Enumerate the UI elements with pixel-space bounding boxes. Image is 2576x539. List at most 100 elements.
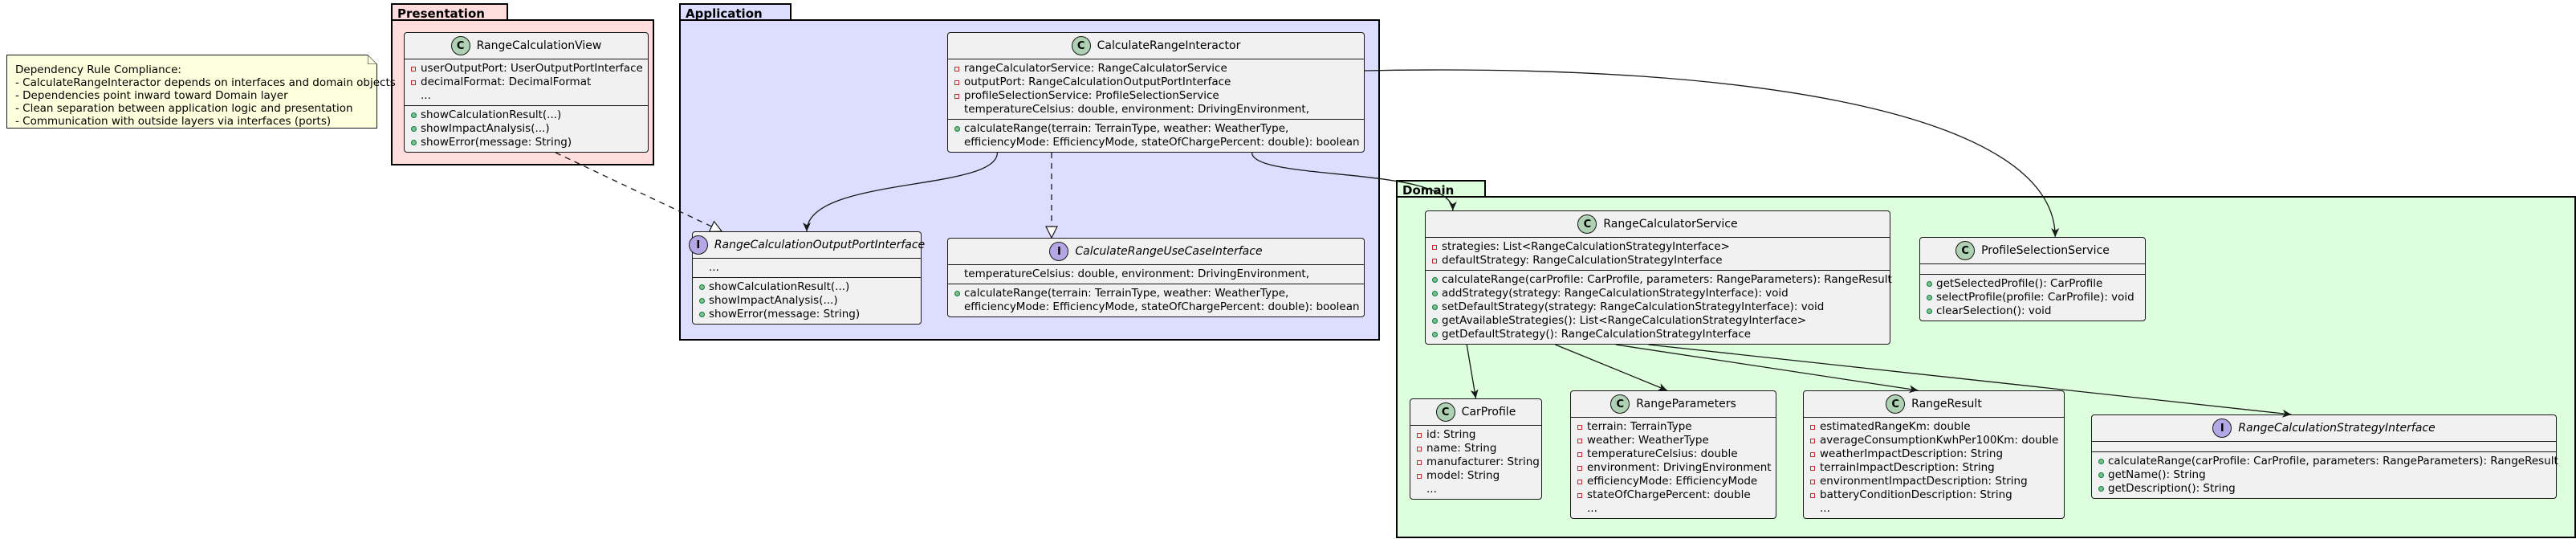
member-row: terrain: TerrainType — [1577, 420, 1769, 434]
private-visibility-icon — [1810, 488, 1820, 502]
member-row: setDefaultStrategy(strategy: RangeCalcul… — [1432, 300, 1883, 314]
member-text: terrainImpactDescription: String — [1820, 461, 1995, 474]
member-text: clearSelection(): void — [1936, 304, 2052, 317]
member-row: ... — [411, 89, 641, 103]
private-visibility-icon — [954, 76, 964, 89]
member-row: getDescription(): String — [2098, 482, 2550, 496]
methods-section: calculateRange(terrain: TerrainType, wea… — [948, 120, 1364, 152]
member-text: manufacturer: String — [1426, 455, 1540, 468]
member-row: estimatedRangeKm: double — [1810, 420, 2057, 434]
member-text: terrain: TerrainType — [1587, 420, 1692, 433]
class-stereotype-icon: C — [450, 36, 470, 55]
fields-section — [1920, 264, 2145, 275]
class-header: C RangeParameters — [1571, 391, 1776, 418]
public-visibility-icon — [411, 122, 421, 136]
methods-section: calculateRange(carProfile: CarProfile, p… — [2092, 452, 2558, 498]
class-header: I CalculateRangeUseCaseInterface — [948, 239, 1364, 265]
member-text: efficiencyMode: EfficiencyMode — [1587, 475, 1758, 488]
association-edge-range-calculator-service-to-car-profile — [1466, 344, 1479, 399]
member-row: efficiencyMode: EfficiencyMode, stateOfC… — [954, 300, 1360, 314]
note-fold-corner — [368, 55, 377, 64]
member-text: ... — [709, 261, 719, 274]
member-text: weatherImpactDescription: String — [1820, 447, 2004, 460]
member-row: model: String — [1417, 469, 1535, 483]
member-row: weather: WeatherType — [1577, 434, 1769, 447]
note-line: Dependency Rule Compliance: — [15, 63, 181, 76]
member-text: getName(): String — [2108, 468, 2206, 481]
member-row: calculateRange(carProfile: CarProfile, p… — [2098, 455, 2558, 468]
private-visibility-icon — [1577, 475, 1587, 488]
member-row: showError(message: String) — [699, 308, 914, 321]
member-row: getAvailableStrategies(): List<RangeCalc… — [1432, 314, 1883, 328]
fields-section — [2092, 442, 2556, 452]
member-text: showCalculationResult(...) — [421, 108, 562, 121]
association-edge-range-calculator-service-to-range-parameters — [1555, 344, 1668, 391]
public-visibility-icon — [1432, 314, 1442, 328]
fields-section: ... — [693, 259, 921, 278]
member-text: temperatureCelsius: double, environment:… — [964, 103, 1310, 116]
member-text: showImpactAnalysis(...) — [421, 122, 550, 135]
public-visibility-icon — [411, 108, 421, 122]
note-line: - Communication with outside layers via … — [15, 115, 332, 128]
class-name: RangeCalculatorService — [1603, 218, 1738, 231]
member-text: profileSelectionService: ProfileSelectio… — [964, 89, 1219, 102]
member-text: estimatedRangeKm: double — [1820, 420, 1971, 433]
public-visibility-icon — [411, 136, 421, 149]
class-name: RangeParameters — [1636, 398, 1736, 410]
member-text: userOutputPort: UserOutputPortInterface — [421, 62, 643, 75]
public-visibility-icon — [1927, 277, 1936, 291]
member-text: environmentImpactDescription: String — [1820, 475, 2028, 488]
note-line: - CalculateRangeInteractor depends on in… — [15, 76, 396, 89]
member-row: getDefaultStrategy(): RangeCalculationSt… — [1432, 328, 1883, 341]
member-text: calculateRange(carProfile: CarProfile, p… — [1442, 273, 1892, 286]
class-stereotype-icon: C — [1610, 394, 1630, 414]
private-visibility-icon — [1417, 428, 1426, 442]
class-name: CalculateRangeUseCaseInterface — [1075, 245, 1263, 258]
class-name: ProfileSelectionService — [1981, 244, 2110, 257]
member-text: name: String — [1426, 442, 1497, 455]
member-text: environment: DrivingEnvironment — [1587, 461, 1772, 474]
class-name: RangeCalculationStrategyInterface — [2238, 422, 2436, 435]
private-visibility-icon — [1577, 488, 1587, 502]
member-row: id: String — [1417, 428, 1535, 442]
member-text: strategies: List<RangeCalculationStrateg… — [1442, 240, 1730, 253]
private-visibility-icon — [1577, 420, 1587, 434]
member-row: profileSelectionService: ProfileSelectio… — [954, 89, 1357, 103]
member-row: temperatureCelsius: double, environment:… — [954, 267, 1357, 281]
member-text: outputPort: RangeCalculationOutputPortIn… — [964, 76, 1231, 88]
member-row: showError(message: String) — [411, 136, 641, 149]
member-text: ... — [421, 89, 431, 102]
private-visibility-icon — [1417, 469, 1426, 483]
member-text: getAvailableStrategies(): List<RangeCalc… — [1442, 314, 1807, 327]
member-text: model: String — [1426, 469, 1500, 482]
member-text: setDefaultStrategy(strategy: RangeCalcul… — [1442, 300, 1825, 313]
public-visibility-icon — [1432, 300, 1442, 314]
member-text: averageConsumptionKwhPer100Km: double — [1820, 434, 2059, 447]
public-visibility-icon — [2098, 482, 2108, 496]
member-row: showCalculationResult(...) — [411, 108, 641, 122]
private-visibility-icon — [1810, 475, 1820, 488]
fields-section: rangeCalculatorService: RangeCalculatorS… — [948, 59, 1364, 120]
interface-stereotype-icon: I — [1049, 242, 1069, 261]
member-row: showCalculationResult(...) — [699, 280, 914, 294]
private-visibility-icon — [1810, 420, 1820, 434]
member-row: environment: DrivingEnvironment — [1577, 461, 1772, 475]
interface-calculate-range-use-case[interactable]: I CalculateRangeUseCaseInterface temperatu… — [947, 238, 1365, 317]
private-visibility-icon — [1432, 240, 1442, 254]
member-row: rangeCalculatorService: RangeCalculatorS… — [954, 62, 1357, 76]
